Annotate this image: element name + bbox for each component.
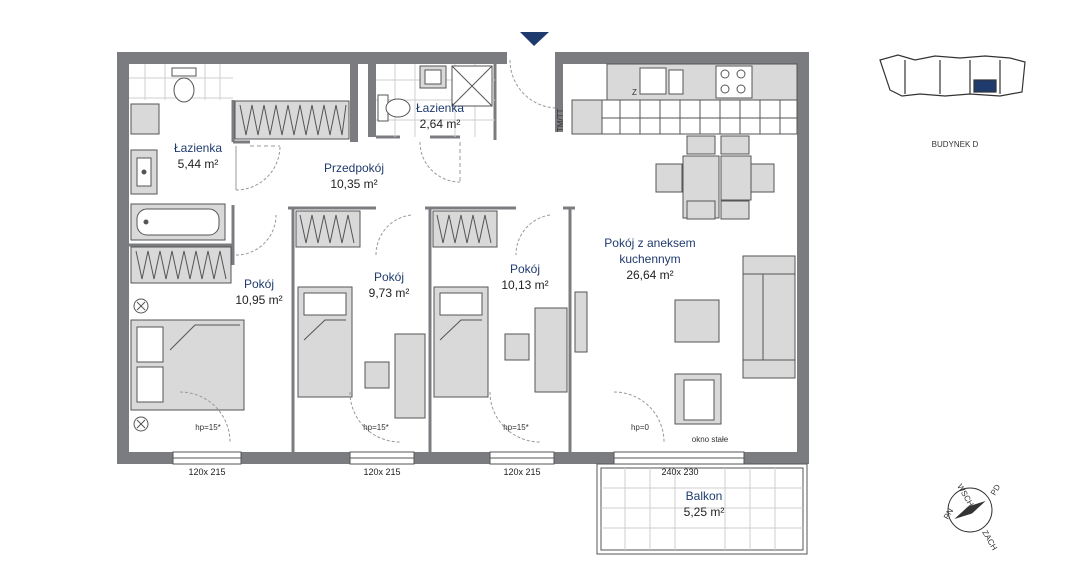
compass-n: PN (942, 507, 955, 521)
entrance-arrow-icon (520, 32, 549, 46)
wall-top-right (561, 52, 809, 64)
building-label: BUDYNEK D (932, 140, 979, 149)
fridge-label: Z (632, 88, 637, 97)
toilet-1 (171, 67, 197, 103)
window1-size: 120x 215 (188, 467, 225, 477)
upper-cabinets (571, 99, 798, 135)
living-set (574, 255, 796, 425)
balcony (596, 463, 808, 555)
room-area-pokoj2: 9,73 m² (369, 286, 410, 300)
room-area-pokoj1: 10,95 m² (235, 293, 282, 307)
window1-sill: hp=15* (195, 423, 221, 432)
window2-size: 120x 215 (363, 467, 400, 477)
windows (172, 451, 745, 465)
wall-top-left (117, 52, 507, 64)
wall-bottom-4 (554, 452, 614, 464)
kitchen (571, 63, 798, 135)
wall-right (797, 52, 809, 464)
bathtub-1 (130, 203, 226, 241)
room-name-pokoj3: Pokój (510, 262, 540, 276)
compass-w: ZACH (980, 529, 999, 553)
wall-bottom-2 (241, 452, 350, 464)
window3-size: 120x 215 (503, 467, 540, 477)
compass-icon (947, 487, 993, 533)
wall-bottom-3 (414, 452, 490, 464)
toilet-2 (377, 94, 411, 122)
room-name-lazienka1: Łazienka (174, 141, 222, 155)
window4-sill: hp=0 (631, 423, 650, 432)
wall-bath1-right (350, 52, 358, 142)
tm-tt-label: TM/TT (556, 108, 565, 132)
room-area-przedpokoj: 10,35 m² (330, 177, 377, 191)
compass-s: PD (989, 483, 1002, 497)
chair-room2 (364, 361, 390, 389)
room-area-lazienka2: 2,64 m² (420, 117, 461, 131)
room-name-przedpokoj: Przedpokój (324, 161, 384, 175)
coffee-table (674, 299, 720, 343)
window4-note: okno stałe (692, 435, 729, 444)
fridge (571, 99, 603, 135)
room-name-pokoj1: Pokój (244, 277, 274, 291)
window2-sill: hp=15* (363, 423, 389, 432)
wall-bath2-left (368, 52, 376, 137)
kitchen-counter (606, 63, 798, 101)
room-area-lazienka1: 5,44 m² (178, 157, 219, 171)
room-name-salon-line1: Pokój z aneksem (604, 236, 695, 250)
room-area-pokoj3: 10,13 m² (501, 278, 548, 292)
furniture-room2 (297, 286, 426, 419)
room-area-balkon: 5,25 m² (684, 505, 725, 519)
tv-cabinet (574, 291, 588, 353)
room-name-pokoj2: Pokój (374, 270, 404, 284)
compass-e: WSCH (955, 483, 975, 509)
furniture-room1 (130, 298, 245, 432)
washbasin-1 (130, 103, 160, 195)
room-name-salon-line2: kuchennym (619, 252, 680, 266)
desk-room2 (394, 333, 426, 419)
room-name-balkon: Balkon (686, 489, 723, 503)
desk-room3 (534, 307, 568, 393)
dining-set (655, 135, 775, 220)
shower (451, 65, 493, 107)
walls (117, 52, 809, 464)
chair-room3 (504, 333, 530, 361)
furniture-room3 (433, 286, 568, 398)
wardrobes (130, 100, 498, 284)
wall-entry-right (555, 52, 563, 132)
wall-bottom-5 (744, 452, 809, 464)
wall-left (117, 52, 129, 464)
wall-bottom-1 (117, 452, 173, 464)
room-area-salon: 26,64 m² (626, 268, 673, 282)
doors (179, 59, 665, 443)
room-name-lazienka2: Łazienka (416, 101, 464, 115)
window4-size: 240x 230 (661, 467, 698, 477)
window3-sill: hp=15* (503, 423, 529, 432)
key-plan (879, 54, 1026, 97)
washbasin-2 (419, 65, 447, 89)
